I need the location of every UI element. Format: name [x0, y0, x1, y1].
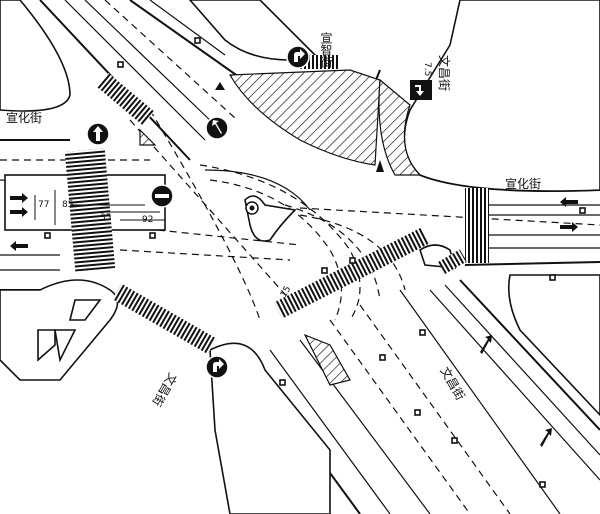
dim-label-15: 15 — [279, 285, 293, 300]
keep-right-sign-south-icon — [205, 355, 229, 379]
crosswalk-north — [300, 55, 340, 69]
crosswalks — [64, 55, 489, 355]
dim-label-77: 77 — [38, 200, 49, 210]
crosswalk-west — [64, 148, 116, 272]
lane-arrows — [10, 82, 578, 447]
markers — [44, 37, 586, 488]
keep-left-sign-icon — [205, 116, 229, 140]
crosswalk-center — [274, 227, 430, 319]
crosswalk-sw — [112, 283, 217, 355]
dimension-lines — [34, 190, 165, 225]
no-entry-sign-icon — [150, 184, 174, 208]
crosswalk-se — [438, 249, 467, 275]
street-label-wenchang-sw: 文昌街 — [149, 371, 180, 410]
dim-label-85: 85 — [62, 200, 73, 210]
turning-lanes — [129, 109, 406, 321]
street-label-xuanzhi: 宣智街 — [319, 31, 333, 68]
street-label-wenchang-se: 文昌街 — [437, 364, 468, 403]
traffic-post-icon — [245, 201, 259, 215]
street-label-wenchang-ne: 文昌街 — [437, 55, 452, 91]
one-way-right-sign-icon — [410, 80, 432, 100]
street-label-xuanhua-east: 宣化街 — [505, 176, 541, 191]
keep-right-sign-icon — [286, 45, 310, 69]
straight-arrow-sign-icon — [86, 122, 110, 146]
hatched-zones — [139, 69, 422, 386]
dim-label-35: 35 — [100, 213, 111, 223]
dim-label-7-5: 7.5 — [422, 62, 432, 76]
dim-label-92: 92 — [142, 215, 153, 225]
crosswalk-nw — [96, 73, 155, 126]
crosswalk-east — [465, 188, 489, 263]
street-label-xuanhua-west: 宣化街 — [6, 110, 42, 125]
